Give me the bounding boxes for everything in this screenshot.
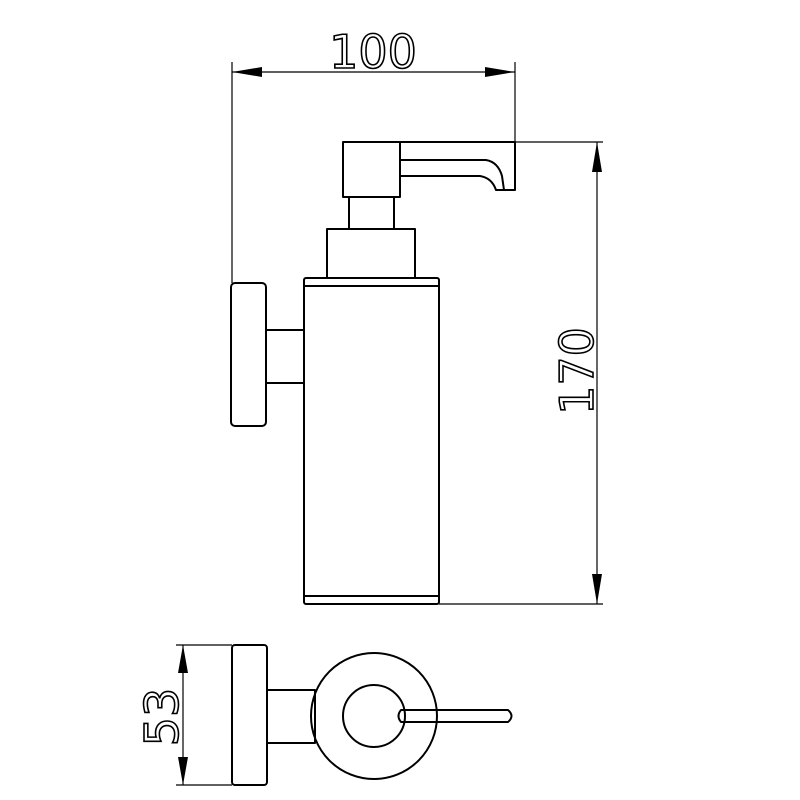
height-dimension: 170 bbox=[439, 141, 605, 605]
plan-wall-plate bbox=[231, 644, 268, 786]
plan-pump-outline bbox=[342, 684, 406, 748]
depth-label: 53 bbox=[135, 688, 189, 747]
plan-spout bbox=[397, 709, 513, 723]
height-arrow-bottom bbox=[592, 574, 602, 604]
bottle-body bbox=[303, 277, 440, 605]
depth-dimension: 53 bbox=[134, 644, 232, 786]
height-arrow-top bbox=[592, 142, 602, 172]
plan-view bbox=[231, 644, 513, 786]
plan-bottle-outline bbox=[310, 652, 438, 780]
wall-plate bbox=[230, 282, 267, 427]
width-arrow-right bbox=[485, 67, 515, 77]
depth-arrow-bottom bbox=[178, 757, 188, 785]
pump-spout-underside bbox=[399, 175, 505, 191]
pump-head bbox=[342, 141, 401, 198]
pump-spout bbox=[399, 141, 516, 191]
side-elevation-view bbox=[230, 141, 516, 605]
height-label: 170 bbox=[550, 327, 604, 415]
width-label: 100 bbox=[329, 25, 417, 79]
width-arrow-left bbox=[232, 67, 262, 77]
pump-stem bbox=[348, 196, 395, 230]
support-arm bbox=[265, 329, 305, 384]
depth-arrow-top bbox=[178, 645, 188, 673]
plan-support-arm bbox=[266, 689, 316, 744]
pump-collar bbox=[326, 228, 416, 279]
width-dimension: 100 bbox=[231, 24, 516, 283]
